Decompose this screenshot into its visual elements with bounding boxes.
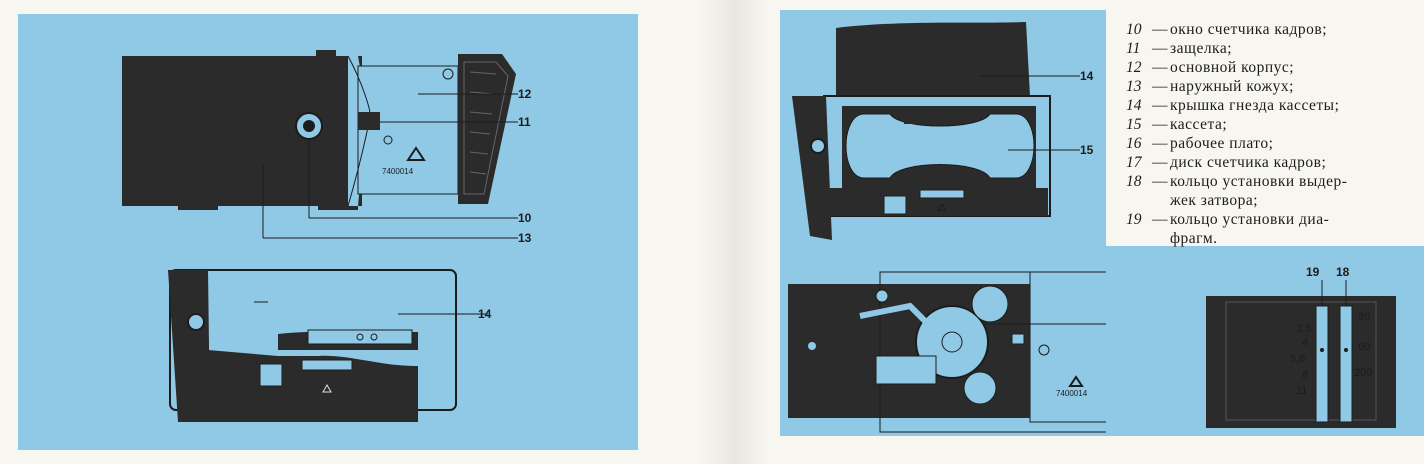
legend-dash: —	[1152, 116, 1168, 133]
legend-number: 10	[1126, 21, 1142, 38]
legend-dash: —	[1152, 173, 1168, 190]
grip	[458, 54, 516, 204]
callout-13: 13	[518, 231, 532, 245]
legend-number: 15	[1126, 116, 1142, 133]
shutter-value: 30	[1358, 311, 1370, 323]
side-grip	[792, 96, 832, 240]
page-gutter	[700, 0, 770, 464]
legend-text: наружный кожух;	[1170, 78, 1294, 95]
front-body	[1206, 296, 1396, 428]
logo-mark	[406, 146, 426, 161]
legend-text: кольцо установки диа-	[1170, 211, 1330, 228]
legend-item: жек затвора;	[1126, 191, 1418, 210]
camera-open-cassette-drawing: 14 15	[792, 22, 1094, 240]
serial-number: 7400014	[382, 167, 414, 176]
legend-item: 17 —диск счетчика кадров;	[1126, 153, 1418, 172]
aperture-value: 4	[1302, 337, 1308, 349]
legend-dash: —	[1152, 59, 1168, 76]
front-controls-drawing: 19 18 3,5 4 5,6 8 11 30 60 200	[1206, 265, 1396, 428]
callout-10: 10	[518, 211, 532, 225]
legend-number	[1126, 191, 1152, 210]
right-top-illustration-panel: 14 15	[780, 10, 1106, 246]
legend-text: рабочее плато;	[1170, 135, 1274, 152]
legend-text: жек затвора;	[1170, 192, 1259, 209]
callout-15: 15	[1080, 143, 1094, 157]
legend-item: фрагм.	[1126, 229, 1418, 248]
legend-text: кассета;	[1170, 116, 1228, 133]
legend-item: 12 —основной корпус;	[1126, 58, 1418, 77]
legend-number: 16	[1126, 135, 1142, 152]
legend-item: 11 —защелка;	[1126, 39, 1418, 58]
aperture-value: 8	[1302, 369, 1308, 381]
legend-number: 11	[1126, 40, 1141, 57]
parts-legend: 10—окно счетчика кадров;11—защелка;12—ос…	[1126, 20, 1418, 248]
legend-number: 12	[1126, 59, 1142, 76]
aperture-value: 11	[1296, 385, 1307, 397]
legend-dash	[1152, 229, 1170, 248]
legend-dash: —	[1152, 21, 1168, 38]
cassette	[845, 113, 1035, 179]
aperture-value: 3,5	[1296, 323, 1311, 335]
legend-text: кольцо установки выдер-	[1170, 173, 1348, 190]
legend-dash: —	[1152, 40, 1168, 57]
legend-dash	[1152, 191, 1170, 210]
callout-19: 19	[1306, 265, 1320, 279]
legend-item: 15 —кассета;	[1126, 115, 1418, 134]
aperture-value: 5,6	[1290, 353, 1305, 365]
legend-item: 18 —кольцо установки выдер-	[1126, 172, 1418, 191]
legend-number	[1126, 229, 1152, 248]
right-side-illustration-panel: 19 18 3,5 4 5,6 8 11 30 60 200	[1106, 246, 1424, 436]
legend-text: фрагм.	[1170, 230, 1218, 247]
outer-housing	[122, 56, 362, 206]
legend-text: основной корпус;	[1170, 59, 1295, 76]
callout-11: 11	[518, 115, 531, 129]
camera-closed-view: 7400014	[122, 50, 516, 210]
top-knob	[316, 50, 336, 58]
wind-knob	[187, 313, 205, 331]
legend-text: окно счетчика кадров;	[1170, 21, 1328, 38]
legend-item: 14 —крышка гнезда кассеты;	[1126, 96, 1418, 115]
legend-item: 19 —кольцо установки диа-	[1126, 210, 1418, 229]
left-illustration-panel: 7400014 12 11 10 13	[18, 14, 638, 450]
legend-text: защелка;	[1170, 40, 1233, 57]
legend-number: 18	[1126, 173, 1142, 190]
legend-item: 10 —окно счетчика кадров;	[1126, 20, 1418, 39]
camera-top-and-side-drawing: 7400014 12 11 10 13	[122, 50, 532, 422]
shutter-ring	[1339, 305, 1353, 423]
shutter-button	[259, 363, 283, 387]
latch	[358, 112, 380, 130]
legend-dash: —	[1152, 211, 1168, 228]
side-grip	[168, 270, 210, 422]
legend-text: крышка гнезда кассеты;	[1170, 97, 1340, 114]
legend-item: 16 —рабочее плато;	[1126, 134, 1418, 153]
callout-18: 18	[1336, 265, 1350, 279]
callout-12: 12	[518, 87, 532, 101]
legend-number: 13	[1126, 78, 1142, 95]
cassette-lid	[836, 22, 1030, 96]
callout-14-left: 14	[478, 307, 492, 321]
camera-side-view	[168, 269, 457, 422]
legend-text: диск счетчика кадров;	[1170, 154, 1327, 171]
legend-dash: —	[1152, 97, 1168, 114]
shutter-value: 60	[1358, 341, 1370, 353]
serial-number: 7400014	[1056, 389, 1088, 398]
legend-number: 14	[1126, 97, 1142, 114]
legend-dash: —	[1152, 78, 1168, 95]
legend-item: 13 —наружный кожух;	[1126, 77, 1418, 96]
legend-dash: —	[1152, 135, 1168, 152]
aperture-ring	[1315, 305, 1329, 423]
legend-number: 17	[1126, 154, 1142, 171]
shutter-value: 200	[1354, 367, 1372, 379]
legend-dash: —	[1152, 154, 1168, 171]
callout-14-right: 14	[1080, 69, 1094, 83]
legend-number: 19	[1126, 211, 1142, 228]
